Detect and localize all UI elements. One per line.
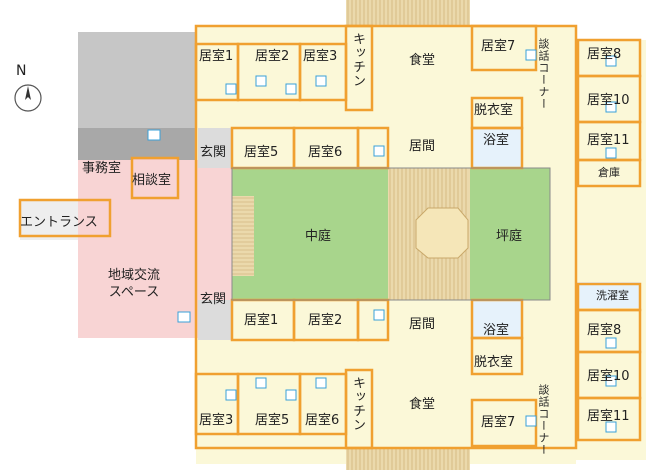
room-1-top: 居室1 xyxy=(199,49,234,64)
lounge-bot: 談話コーナー xyxy=(537,384,550,456)
room-10-top: 居室10 xyxy=(587,93,630,108)
fixtures xyxy=(147,49,617,433)
dressing-bot: 脱衣室 xyxy=(474,355,514,370)
compass-icon xyxy=(14,84,42,112)
dressing-top: 脱衣室 xyxy=(474,103,514,118)
room-8-bot: 居室8 xyxy=(587,323,622,338)
bath-top-area xyxy=(472,128,522,168)
room-5-bot: 居室5 xyxy=(255,413,290,428)
bath-top: 浴室 xyxy=(483,133,510,148)
tsubo-garden-area xyxy=(470,168,550,300)
community-label: 地域交流 スペース xyxy=(108,268,161,300)
consult-label: 相談室 xyxy=(132,173,172,188)
entrance-bot-tiles xyxy=(198,300,232,340)
room-7-top: 居室7 xyxy=(481,39,516,54)
walls xyxy=(18,24,642,450)
room-6-bot: 居室6 xyxy=(305,413,340,428)
dining-bot: 食堂 xyxy=(409,397,436,412)
entrance-bot: 玄関 xyxy=(200,292,227,307)
room-3-top: 居室3 xyxy=(303,49,338,64)
kitchen-bot: キッチン xyxy=(350,376,365,432)
courtyard-label: 中庭 xyxy=(305,229,332,244)
room-3-bot: 居室3 xyxy=(199,413,234,428)
bath-bot: 浴室 xyxy=(483,323,510,338)
entrance-top-tiles xyxy=(198,128,232,168)
kitchen-top: キッチン xyxy=(350,32,365,88)
room-2-top: 居室2 xyxy=(255,49,290,64)
room-6-mid: 居室6 xyxy=(308,145,343,160)
entrance-main-label: エントランス xyxy=(20,215,98,230)
laundry-label: 洗濯室 xyxy=(596,289,629,302)
courtyard-area xyxy=(232,168,388,300)
room-11-top: 居室11 xyxy=(587,133,630,148)
courtyard-outline xyxy=(231,167,551,301)
room-2-bot: 居室2 xyxy=(308,313,343,328)
stage-octagon xyxy=(415,207,469,259)
deck-lines xyxy=(347,0,469,470)
step-stripes xyxy=(232,197,254,275)
bath-bot-area xyxy=(472,300,522,338)
lounge-top: 談話コーナー xyxy=(537,38,550,110)
courtyard-steps xyxy=(232,196,254,276)
tsubo-label: 坪庭 xyxy=(496,229,523,244)
storage-label: 倉庫 xyxy=(598,166,620,179)
room-8-top: 居室8 xyxy=(587,47,622,62)
room-11-bot: 居室11 xyxy=(587,409,630,424)
entrance-top: 玄関 xyxy=(200,145,227,160)
dining-top: 食堂 xyxy=(409,53,436,68)
living-top: 居間 xyxy=(409,139,436,154)
room-7-bot: 居室7 xyxy=(481,415,516,430)
office-label: 事務室 xyxy=(82,161,122,176)
admin-gray-zone xyxy=(78,32,196,128)
living-bot: 居間 xyxy=(409,317,436,332)
room-5-mid: 居室5 xyxy=(244,145,279,160)
compass-label: N xyxy=(16,63,27,79)
laundry-area xyxy=(576,282,640,308)
room-1-bot: 居室1 xyxy=(244,313,279,328)
room-10-bot: 居室10 xyxy=(587,369,630,384)
